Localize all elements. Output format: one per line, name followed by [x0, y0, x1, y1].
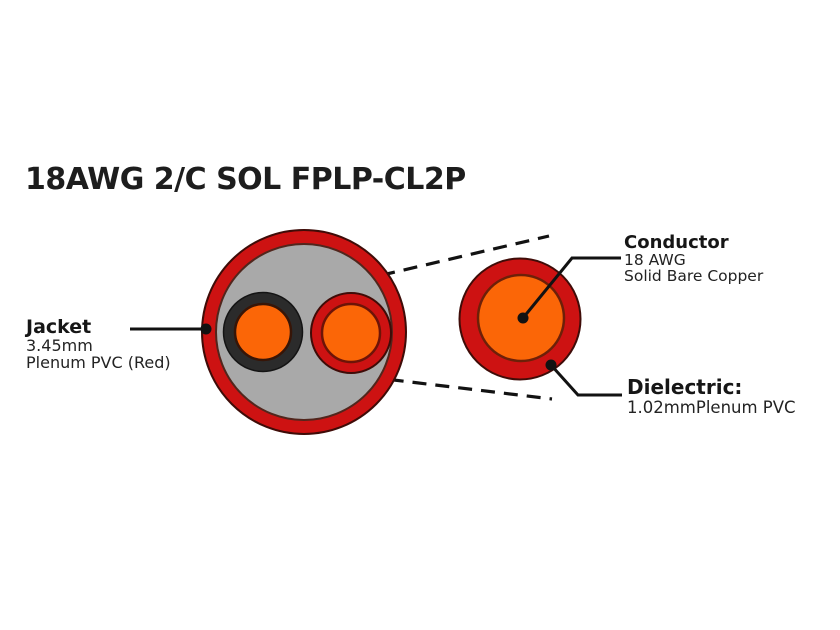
dielectric-leader-dot — [545, 359, 557, 371]
magnifier-dash-top — [313, 234, 550, 293]
conductor-callout-heading: Conductor — [624, 232, 729, 253]
jacket-callout: Jacket 3.45mm Plenum PVC (Red) — [26, 317, 171, 371]
dielectric-callout-heading: Dielectric: — [627, 375, 743, 399]
conductor-black-copper-core — [233, 302, 293, 362]
page-title: 18AWG 2/C SOL FPLP-CL2P — [25, 162, 466, 197]
conductor-leader-line — [521, 256, 621, 319]
jacket-leader-dot — [200, 323, 212, 335]
jacket-callout-spec: 3.45mm — [26, 336, 93, 355]
jacket-callout-heading: Jacket — [26, 316, 92, 338]
dielectric-callout: Dielectric: 1.02mmPlenum PVC — [627, 375, 796, 416]
conductor-callout-material: Solid Bare Copper — [624, 266, 764, 285]
conductor-callout-spec: 18 AWG — [624, 251, 686, 269]
dielectric-leader-line — [549, 363, 622, 397]
jacket-callout-material: Plenum PVC (Red) — [26, 352, 171, 372]
dielectric-callout-spec: 1.02mmPlenum PVC — [627, 398, 796, 417]
cable-cross-section — [201, 229, 407, 435]
conductor-leader-dot — [517, 312, 529, 324]
conductor-callout: Conductor 18 AWG Solid Bare Copper — [624, 233, 763, 284]
filler-core — [215, 243, 393, 421]
conductor-red-copper-core — [320, 302, 382, 364]
